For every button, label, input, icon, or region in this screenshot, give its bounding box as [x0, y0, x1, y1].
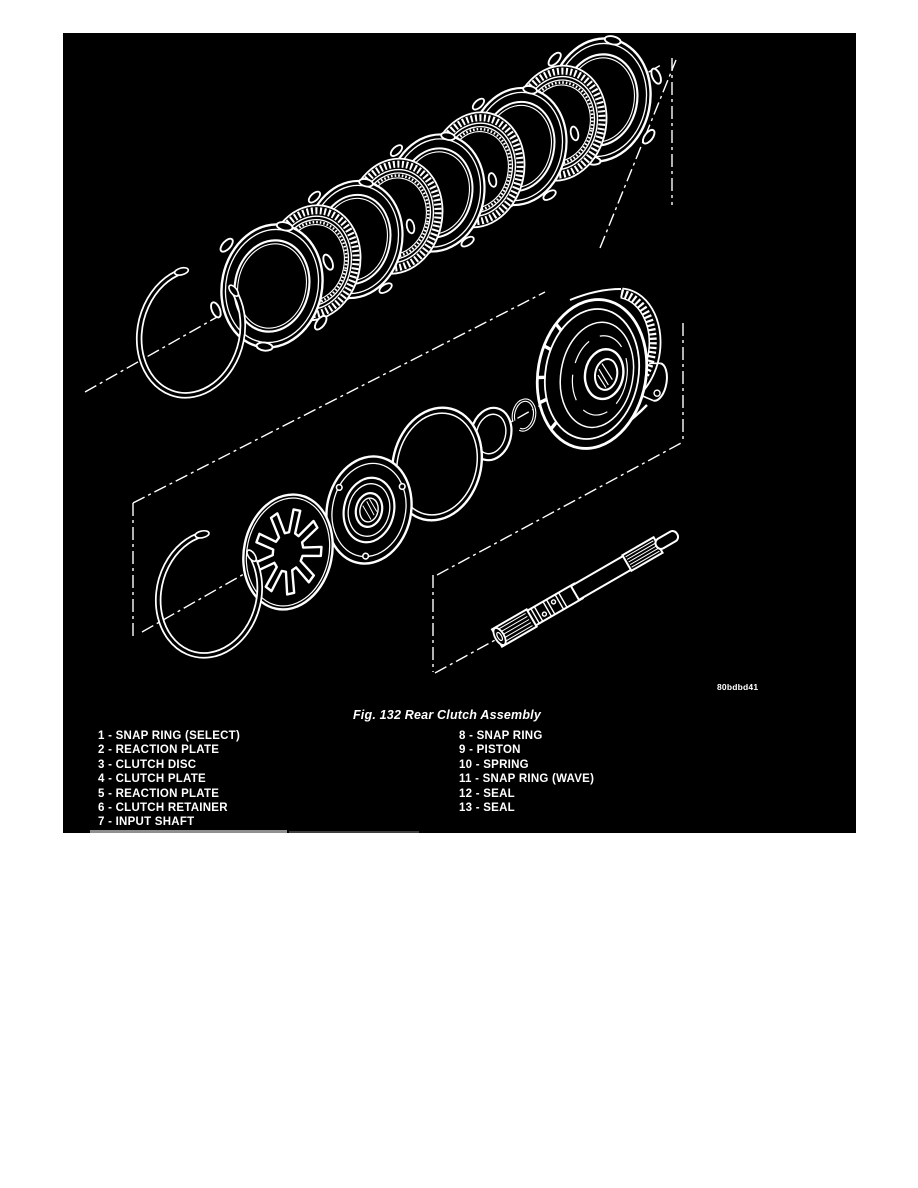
legend-item: 5 - REACTION PLATE	[98, 787, 220, 800]
legend-item: 3 - CLUTCH DISC	[98, 758, 197, 771]
snap-ring-wave-drawing	[154, 529, 263, 659]
legend-item: 9 - PISTON	[459, 744, 521, 757]
retainer-hub-stub	[641, 362, 668, 402]
parts-legend-right: 8 - SNAP RING 9 - PISTON 10 - SPRING 11 …	[459, 729, 594, 815]
spring-fingers	[253, 508, 323, 596]
snap-ring-select-drawing	[135, 266, 247, 399]
legend-item: 10 - SPRING	[459, 758, 529, 771]
legend-item: 4 - CLUTCH PLATE	[98, 773, 206, 786]
spring-drawing	[242, 493, 334, 611]
figure-panel: Fig. 132 Rear Clutch Assembly 80bdbd41 1…	[63, 33, 856, 833]
figure-caption: Fig. 132 Rear Clutch Assembly	[352, 708, 542, 722]
legend-item: 12 - SEAL	[459, 787, 515, 800]
legend-item: 13 - SEAL	[459, 802, 515, 815]
exploded-view-diagram	[84, 33, 684, 674]
parts-legend-left: 1 - SNAP RING (SELECT) 2 - REACTION PLAT…	[98, 729, 240, 830]
seal-large-drawing	[390, 406, 484, 522]
legend-item: 7 - INPUT SHAFT	[98, 816, 195, 829]
clutch-retainer-drawing	[535, 287, 668, 450]
legend-item: 1 - SNAP RING (SELECT)	[98, 730, 241, 742]
legend-item: 11 - SNAP RING (WAVE)	[459, 773, 595, 786]
input-shaft-drawing	[490, 530, 680, 649]
legend-item: 8 - SNAP RING	[459, 730, 543, 742]
piston-drawing	[325, 455, 413, 565]
scan-artifact-line	[90, 830, 419, 833]
snap-ring-drawing	[511, 398, 537, 432]
figure-code: 80bdbd41	[717, 682, 759, 692]
legend-item: 6 - CLUTCH RETAINER	[98, 802, 228, 815]
legend-item: 2 - REACTION PLATE	[98, 744, 220, 757]
